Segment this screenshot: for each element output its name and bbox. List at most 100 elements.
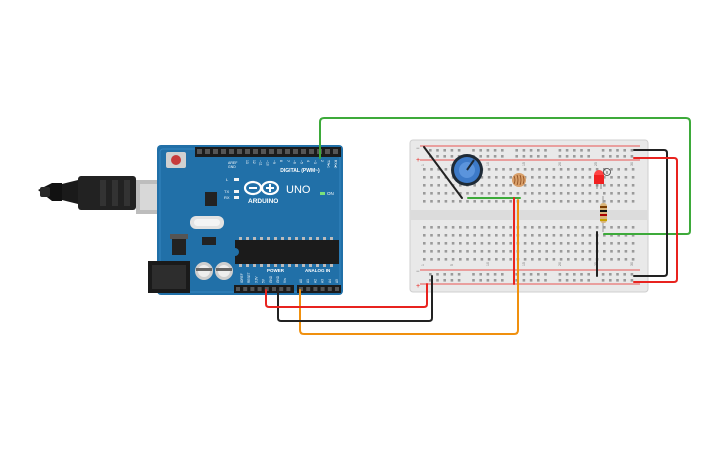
header-hole[interactable] — [236, 287, 240, 291]
breadboard-hole[interactable] — [545, 250, 548, 253]
breadboard-hole[interactable] — [501, 279, 504, 282]
breadboard-hole[interactable] — [423, 200, 426, 203]
breadboard-hole[interactable] — [515, 149, 518, 152]
breadboard-hole[interactable] — [624, 250, 628, 253]
breadboard-hole[interactable] — [603, 200, 606, 203]
breadboard-hole[interactable] — [501, 149, 504, 152]
breadboard-hole[interactable] — [616, 279, 619, 282]
breadboard-hole[interactable] — [430, 234, 433, 237]
breadboard-hole[interactable] — [558, 155, 562, 158]
breadboard-hole[interactable] — [581, 192, 584, 195]
breadboard-hole[interactable] — [610, 242, 613, 245]
breadboard-hole[interactable] — [552, 250, 556, 253]
breadboard-hole[interactable] — [616, 273, 619, 276]
breadboard-hole[interactable] — [502, 168, 505, 171]
breadboard-hole[interactable] — [480, 250, 484, 253]
breadboard-hole[interactable] — [444, 250, 448, 253]
breadboard-hole[interactable] — [609, 149, 612, 152]
breadboard-hole[interactable] — [522, 273, 526, 276]
breadboard-hole[interactable] — [603, 192, 606, 195]
breadboard-hole[interactable] — [588, 192, 592, 195]
breadboard-hole[interactable] — [522, 149, 526, 152]
breadboard-hole[interactable] — [631, 200, 635, 203]
breadboard-hole[interactable] — [430, 168, 433, 171]
breadboard-hole[interactable] — [609, 273, 612, 276]
breadboard-hole[interactable] — [451, 200, 455, 203]
breadboard-hole[interactable] — [443, 273, 446, 276]
breadboard-hole[interactable] — [567, 258, 570, 261]
breadboard-hole[interactable] — [617, 226, 620, 229]
breadboard-hole[interactable] — [437, 176, 440, 179]
breadboard-hole[interactable] — [523, 226, 527, 229]
breadboard-hole[interactable] — [631, 176, 635, 179]
breadboard-hole[interactable] — [459, 242, 462, 245]
breadboard-hole[interactable] — [574, 168, 577, 171]
breadboard-hole[interactable] — [459, 258, 462, 261]
breadboard-hole[interactable] — [430, 242, 433, 245]
breadboard-hole[interactable] — [502, 234, 505, 237]
breadboard-hole[interactable] — [509, 258, 512, 261]
breadboard-hole[interactable] — [459, 200, 462, 203]
breadboard-hole[interactable] — [502, 200, 505, 203]
header-hole[interactable] — [221, 149, 226, 154]
breadboard-hole[interactable] — [558, 149, 562, 152]
breadboard-hole[interactable] — [423, 184, 426, 187]
breadboard-hole[interactable] — [588, 250, 592, 253]
breadboard-hole[interactable] — [545, 200, 548, 203]
breadboard-hole[interactable] — [610, 226, 613, 229]
breadboard-hole[interactable] — [451, 226, 455, 229]
breadboard-hole[interactable] — [466, 242, 469, 245]
breadboard-hole[interactable] — [545, 184, 548, 187]
breadboard-hole[interactable] — [495, 242, 498, 245]
breadboard-hole[interactable] — [565, 273, 569, 276]
breadboard-hole[interactable] — [544, 155, 547, 158]
breadboard-hole[interactable] — [443, 155, 446, 158]
breadboard-hole[interactable] — [567, 192, 570, 195]
breadboard-hole[interactable] — [552, 242, 556, 245]
breadboard-hole[interactable] — [574, 258, 577, 261]
breadboard-hole[interactable] — [617, 176, 620, 179]
breadboard-hole[interactable] — [631, 234, 635, 237]
breadboard-hole[interactable] — [617, 168, 620, 171]
breadboard-hole[interactable] — [466, 258, 469, 261]
breadboard-hole[interactable] — [610, 258, 613, 261]
breadboard-hole[interactable] — [509, 250, 512, 253]
breadboard-hole[interactable] — [581, 176, 584, 179]
breadboard-hole[interactable] — [537, 273, 540, 276]
breadboard-hole[interactable] — [587, 279, 590, 282]
breadboard-hole[interactable] — [429, 279, 432, 282]
breadboard-hole[interactable] — [574, 242, 577, 245]
breadboard-hole[interactable] — [487, 234, 491, 237]
breadboard-hole[interactable] — [558, 279, 562, 282]
breadboard-hole[interactable] — [610, 250, 613, 253]
breadboard-hole[interactable] — [552, 168, 556, 171]
breadboard-hole[interactable] — [617, 242, 620, 245]
breadboard-hole[interactable] — [581, 168, 584, 171]
header-hole[interactable] — [269, 149, 274, 154]
breadboard-hole[interactable] — [430, 250, 433, 253]
breadboard-hole[interactable] — [444, 184, 448, 187]
breadboard-hole[interactable] — [430, 200, 433, 203]
breadboard-hole[interactable] — [610, 192, 613, 195]
breadboard-hole[interactable] — [624, 258, 628, 261]
breadboard-hole[interactable] — [430, 192, 433, 195]
breadboard-hole[interactable] — [623, 273, 626, 276]
wire-black-pot-ground[interactable] — [423, 146, 463, 199]
breadboard-hole[interactable] — [437, 258, 440, 261]
breadboard-hole[interactable] — [609, 279, 612, 282]
breadboard-hole[interactable] — [516, 192, 520, 195]
breadboard-hole[interactable] — [480, 192, 484, 195]
breadboard-hole[interactable] — [487, 250, 491, 253]
breadboard-hole[interactable] — [574, 250, 577, 253]
breadboard-hole[interactable] — [603, 234, 606, 237]
breadboard-hole[interactable] — [610, 234, 613, 237]
breadboard-hole[interactable] — [451, 234, 455, 237]
breadboard-hole[interactable] — [459, 184, 462, 187]
breadboard-hole[interactable] — [587, 149, 590, 152]
breadboard-hole[interactable] — [574, 176, 577, 179]
breadboard-hole[interactable] — [531, 176, 534, 179]
breadboard-hole[interactable] — [603, 176, 606, 179]
breadboard-hole[interactable] — [531, 250, 534, 253]
breadboard-hole[interactable] — [581, 258, 584, 261]
breadboard-hole[interactable] — [588, 184, 592, 187]
